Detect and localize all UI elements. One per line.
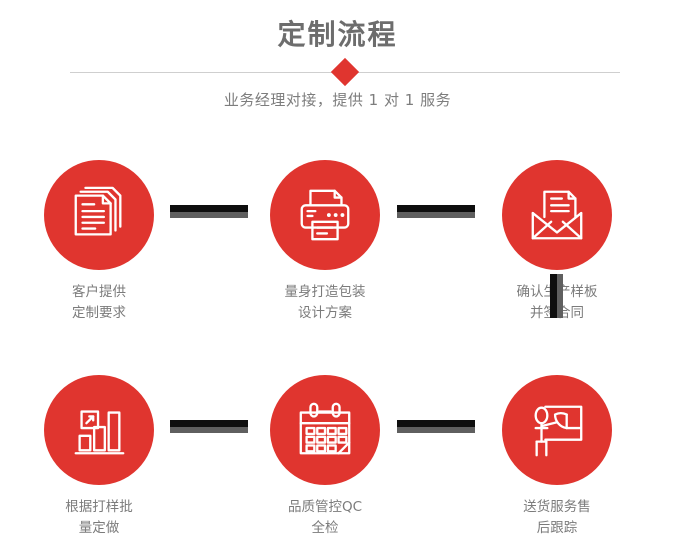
step-label: 送货服务售 后跟踪	[523, 499, 591, 536]
process-flow: 客户提供 定制要求	[0, 150, 675, 550]
step-circle	[270, 375, 380, 485]
documents-stack-icon	[74, 186, 122, 236]
step-label: 客户提供 定制要求	[72, 284, 126, 321]
step-circle	[502, 375, 612, 485]
connector-horizontal	[397, 205, 475, 218]
step-circle	[270, 160, 380, 270]
connector-bar-light	[397, 212, 475, 218]
flow-step-6[interactable]: 送货服务售 后跟踪	[472, 365, 642, 560]
step-circle	[502, 160, 612, 270]
connector-horizontal	[170, 420, 248, 433]
connector-bar-light	[170, 212, 248, 218]
connector-horizontal	[170, 205, 248, 218]
flow-step-1[interactable]: 客户提供 定制要求	[14, 150, 184, 345]
connector-vertical	[550, 274, 563, 318]
step-label: 量身打造包装 设计方案	[284, 284, 366, 321]
calendar-check-icon	[299, 402, 351, 455]
connector-bar-light	[170, 427, 248, 433]
connector-bar-light	[557, 274, 563, 318]
connector-bar-light	[397, 427, 475, 433]
open-envelope-letter-icon	[531, 190, 583, 240]
connector-horizontal	[397, 420, 475, 433]
page-subtitle: 业务经理对接，提供 1 对 1 服务	[223, 91, 452, 109]
connector-bar-dark	[170, 420, 248, 427]
flow-step-2[interactable]: 量身打造包装 设计方案	[240, 150, 410, 345]
printer-icon	[300, 189, 350, 241]
flow-step-5[interactable]: 品质管控QC 全检	[240, 365, 410, 560]
connector-bar-dark	[397, 420, 475, 427]
flow-row-2: 根据打样批 量定做	[0, 365, 675, 560]
page-title: 定制流程	[277, 18, 398, 51]
flow-row-1: 客户提供 定制要求	[0, 150, 675, 345]
step-circle	[44, 160, 154, 270]
diamond-icon	[330, 57, 360, 87]
presentation-person-pie-icon	[534, 405, 583, 457]
connector-bar-dark	[397, 205, 475, 212]
bar-chart-growth-icon	[74, 410, 125, 455]
flow-step-3[interactable]: 确认生产样板 并签合同	[472, 150, 642, 345]
step-label: 品质管控QC 全检	[287, 499, 363, 536]
step-circle	[44, 375, 154, 485]
flow-step-4[interactable]: 根据打样批 量定做	[14, 365, 184, 560]
step-label: 根据打样批 量定做	[65, 499, 133, 536]
connector-bar-dark	[550, 274, 557, 318]
connector-bar-dark	[170, 205, 248, 212]
title-divider	[70, 57, 620, 87]
page-header: 定制流程 业务经理对接，提供 1 对 1 服务	[0, 0, 675, 130]
